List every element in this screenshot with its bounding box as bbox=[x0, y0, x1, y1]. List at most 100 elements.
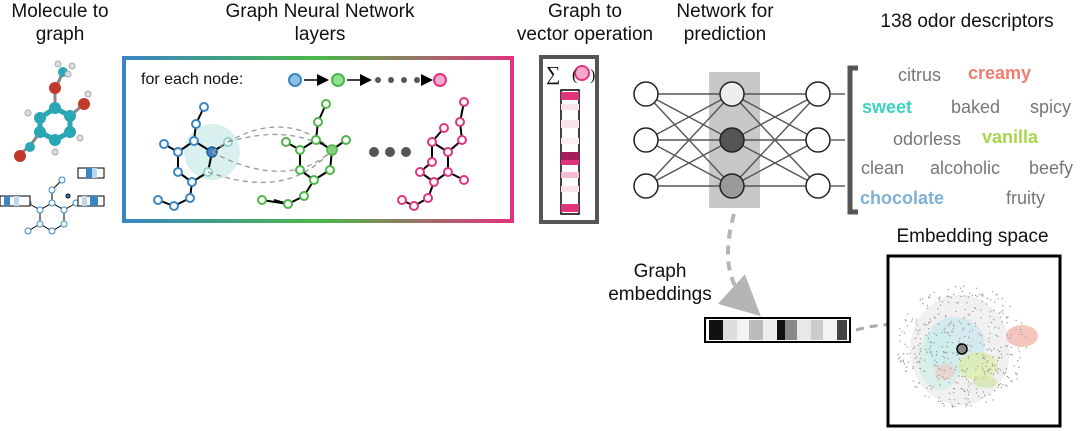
embedding-point bbox=[946, 352, 948, 354]
embedding-point bbox=[925, 334, 927, 337]
embedding-point bbox=[964, 308, 966, 311]
embedding-point bbox=[951, 404, 953, 406]
embedding-point bbox=[1018, 351, 1021, 353]
embedding-point bbox=[967, 355, 969, 358]
embedding-point bbox=[999, 369, 1001, 371]
embedding-point bbox=[991, 363, 994, 365]
embedding-point bbox=[946, 345, 948, 348]
embedding-point bbox=[944, 327, 946, 330]
embedding-point bbox=[923, 323, 925, 325]
embedding-point bbox=[963, 335, 966, 338]
embedding-point bbox=[1006, 353, 1008, 355]
embedding-point bbox=[956, 354, 958, 356]
embedding-point bbox=[937, 313, 940, 315]
embedding-point bbox=[920, 357, 922, 360]
embedding-point bbox=[1000, 311, 1003, 313]
embedding-point bbox=[1005, 371, 1007, 373]
embedding-point bbox=[939, 296, 941, 298]
embedding-point bbox=[968, 323, 971, 326]
embedding-point bbox=[925, 349, 927, 351]
embedding-point bbox=[985, 365, 987, 367]
embedding-point bbox=[957, 302, 959, 304]
embedding-point bbox=[988, 348, 991, 350]
embedding-point bbox=[943, 404, 945, 407]
embedding-point bbox=[965, 405, 967, 407]
embedding-point bbox=[937, 378, 940, 380]
embedding-point bbox=[916, 356, 918, 358]
embedding-point bbox=[997, 367, 1000, 370]
embedding-point bbox=[897, 358, 900, 360]
embedding-point bbox=[958, 358, 961, 360]
embedding-point bbox=[937, 323, 940, 325]
embedding-point bbox=[929, 352, 931, 354]
embedding-point bbox=[919, 348, 922, 350]
embedding-point bbox=[981, 300, 983, 302]
embedding-point bbox=[954, 368, 956, 371]
embedding-point bbox=[903, 332, 905, 334]
embedding-point bbox=[998, 383, 1000, 386]
embedding-point bbox=[989, 315, 991, 318]
embedding-point bbox=[997, 359, 999, 362]
embedding-point bbox=[955, 366, 957, 368]
embedding-point bbox=[971, 346, 973, 348]
embedding-point bbox=[949, 322, 951, 324]
header-odor-descriptors: 138 odor descriptors bbox=[862, 10, 1072, 33]
embedding-point bbox=[960, 295, 962, 298]
embedding-point bbox=[1009, 353, 1011, 356]
embedding-point bbox=[904, 370, 907, 373]
embedding-point bbox=[956, 382, 959, 384]
embedding-point bbox=[939, 384, 941, 386]
embedding-point bbox=[912, 367, 914, 370]
embedding-point bbox=[927, 296, 930, 299]
embedding-point bbox=[944, 331, 946, 333]
embedding-point bbox=[948, 296, 950, 298]
molecule-ball-model bbox=[14, 60, 92, 162]
embedding-point bbox=[933, 291, 935, 294]
embedding-point bbox=[1008, 377, 1010, 379]
descriptor-word: odorless bbox=[893, 129, 962, 149]
embedding-point bbox=[919, 329, 921, 331]
embedding-point bbox=[935, 354, 938, 356]
embedding-point bbox=[986, 371, 989, 373]
embedding-point bbox=[992, 356, 994, 358]
embedding-point bbox=[1000, 346, 1002, 349]
embedding-point bbox=[924, 395, 926, 397]
embedding-point bbox=[1002, 372, 1005, 374]
embedding-point bbox=[971, 294, 973, 296]
embedding-point bbox=[906, 313, 909, 315]
embedding-point bbox=[951, 342, 954, 344]
embedding-point bbox=[901, 330, 903, 333]
embedding-point bbox=[902, 359, 904, 361]
header-gnn-line2: layers bbox=[294, 24, 346, 45]
header-vector-line2: vector operation bbox=[516, 24, 654, 45]
embedding-point bbox=[1018, 333, 1020, 335]
embedding-point bbox=[936, 351, 938, 353]
embedding-point bbox=[941, 346, 943, 348]
embedding-point bbox=[899, 361, 901, 363]
descriptor-word: clean bbox=[861, 158, 905, 178]
embedding-point bbox=[929, 341, 932, 343]
embedding-point bbox=[948, 398, 951, 401]
embedding-point bbox=[904, 319, 907, 321]
embedding-point bbox=[914, 337, 917, 339]
embedding-point bbox=[965, 403, 968, 405]
descriptor-word: alcoholic bbox=[930, 158, 1001, 178]
prediction-network bbox=[633, 65, 858, 215]
embedding-point bbox=[966, 368, 968, 370]
embedding-point bbox=[940, 369, 942, 371]
embedding-point bbox=[1006, 385, 1008, 387]
embedding-point bbox=[982, 369, 985, 371]
embedding-point bbox=[1006, 345, 1009, 347]
embedding-point bbox=[918, 353, 921, 355]
embedding-point bbox=[983, 358, 986, 360]
embedding-point bbox=[986, 360, 989, 362]
embedding-point bbox=[1016, 378, 1018, 380]
embedding-point bbox=[967, 381, 970, 383]
embedding-point bbox=[1013, 365, 1015, 367]
embedding-point bbox=[1002, 313, 1004, 315]
embedding-point bbox=[968, 391, 970, 393]
embedding-point bbox=[1009, 337, 1011, 339]
embedding-point bbox=[934, 364, 936, 366]
embedding-point bbox=[992, 373, 995, 376]
embedding-point bbox=[916, 361, 918, 363]
